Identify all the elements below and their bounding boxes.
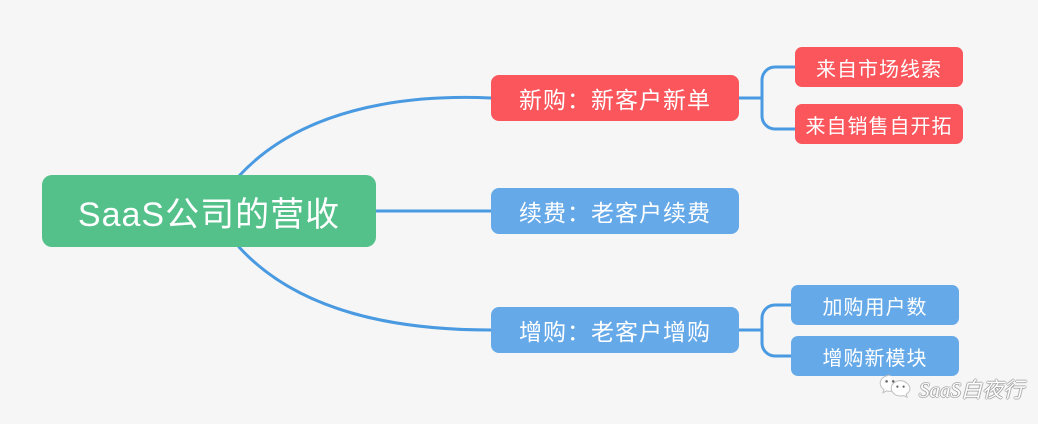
connector-zenggou-bracket [737,303,793,358]
connector-xingou-bracket [737,65,797,131]
connector-root-to-zenggou [237,245,493,332]
mindmap-leaf-add-modules-label: 增购新模块 [822,347,928,370]
wechat-icon [878,373,912,404]
mindmap-branch-xufei-label: 续费：老客户续费 [519,200,711,226]
mindmap-branch-zenggou-label: 增购：老客户增购 [519,319,711,345]
connector-root-to-xingou [237,95,493,178]
mindmap-leaf-add-users[interactable]: 加购用户数 [791,285,959,325]
mindmap-leaf-sales-selfdev-label: 来自销售自开拓 [805,115,953,138]
mindmap-leaf-market-leads[interactable]: 来自市场线索 [795,47,963,87]
watermark: SaaS白夜行 [878,373,1024,404]
mindmap-branch-xingou-label: 新购：新客户新单 [519,87,711,113]
mindmap-branch-zenggou[interactable]: 增购：老客户增购 [491,307,739,353]
watermark-text: SaaS白夜行 [919,377,1024,402]
mindmap-root-label: SaaS公司的营收 [77,195,341,234]
mindmap-branch-xingou[interactable]: 新购：新客户新单 [491,75,739,121]
mindmap-leaf-market-leads-label: 来自市场线索 [816,58,942,81]
mindmap-leaf-add-modules[interactable]: 增购新模块 [791,336,959,376]
mindmap-root-node[interactable]: SaaS公司的营收 [42,175,376,247]
mindmap-leaf-sales-selfdev[interactable]: 来自销售自开拓 [795,104,963,144]
mindmap-branch-xufei[interactable]: 续费：老客户续费 [491,188,739,234]
mindmap-leaf-add-users-label: 加购用户数 [822,296,928,319]
